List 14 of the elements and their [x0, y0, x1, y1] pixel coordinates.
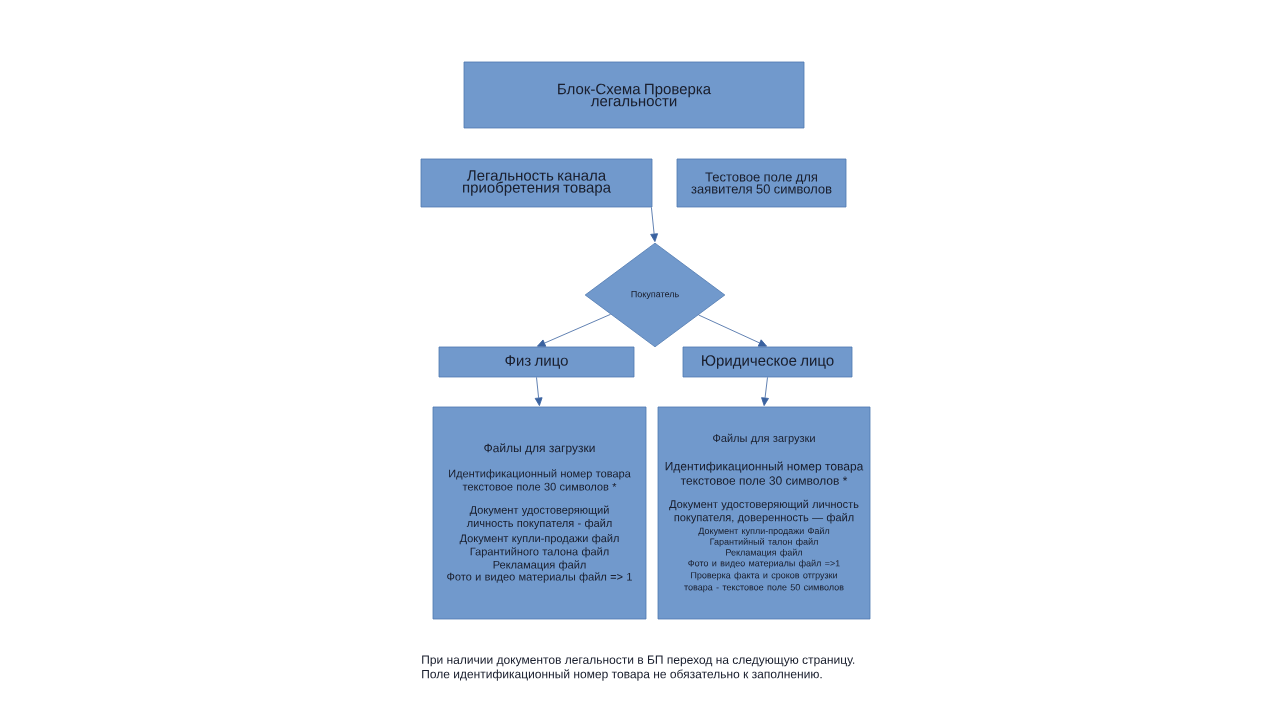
arrow — [650, 207, 658, 242]
arrow — [534, 377, 543, 406]
arrow — [537, 313, 611, 347]
title-box: Блок-Схема Проверка легальности — [463, 61, 805, 129]
files-box: Файлы для загрузки Идентификационный номер товара текстовое поле 30 символов * Документ удостоверяющий личность покупателя, доверенность — файл Документ купли-продажи Файл Гарантийный талон файл Рекламация файл Фото и видео материалы файл =>1 Проверка факта и сроков отгрузки товара - текстовое поле 50 символов — [657, 406, 871, 620]
arrow — [698, 314, 767, 347]
note-text: При наличии документов легальности в БП переход на следующую страницу. — [422, 655, 855, 667]
process-box: Легальность канала приобретения товара — [420, 158, 653, 208]
process-box: Юридическое лицо — [682, 346, 853, 378]
note-text: Поле идентификационный номер товара не обязательно к заполнению. — [422, 669, 822, 681]
files-box: Файлы для загрузки Идентификационный номер товара текстовое поле 30 символов * Документ удостоверяющий личность покупателя - файл Документ купли-продажи файл Гарантийного талона файл Рекламация файл Фото и видео материалы файл => 1 — [432, 406, 647, 620]
process-box: Тестовое поле для заявителя 50 символов — [676, 158, 847, 208]
arrow — [761, 377, 769, 406]
process-box: Физ лицо — [438, 346, 635, 378]
